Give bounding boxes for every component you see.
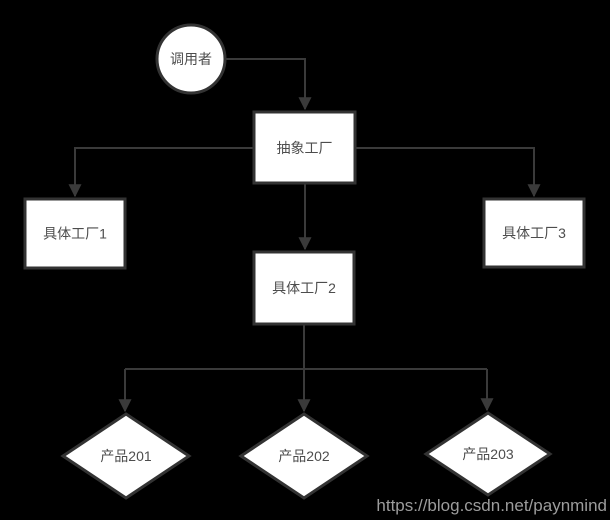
edge-abstract-factory-factory3: [355, 147, 541, 198]
node-label: 具体工厂3: [502, 225, 566, 241]
node-label: 抽象工厂: [277, 140, 333, 156]
node-product201: 产品201: [60, 412, 192, 500]
product203-diamond: [423, 411, 553, 497]
node-factory2: 具体工厂2: [252, 250, 356, 326]
node-factory1: 具体工厂1: [23, 197, 127, 270]
factory2-rect: [252, 250, 356, 326]
node-caller: 调用者: [155, 23, 227, 95]
watermark-text: https://blog.csdn.net/paynmind: [376, 496, 607, 515]
edge-caller-abstract-factory: [226, 58, 312, 111]
abstract-factory-rect: [252, 110, 357, 185]
node-product203: 产品203: [423, 411, 553, 497]
factory1-rect: [23, 197, 127, 270]
node-label: 调用者: [170, 51, 212, 67]
product202-diamond: [238, 412, 370, 500]
product201-diamond: [60, 412, 192, 500]
node-label: 产品203: [462, 446, 514, 462]
node-label: 具体工厂1: [43, 225, 107, 241]
factory3-rect: [482, 197, 586, 269]
edge-abstract-factory-factory1: [68, 147, 254, 198]
node-label: 产品202: [278, 448, 330, 464]
edges-layer: [68, 58, 541, 413]
node-label: 产品201: [100, 448, 152, 464]
node-factory3: 具体工厂3: [482, 197, 586, 269]
caller-circle: [155, 23, 227, 95]
node-abstract-factory: 抽象工厂: [252, 110, 357, 185]
node-label: 具体工厂2: [272, 280, 336, 296]
node-product202: 产品202: [238, 412, 370, 500]
